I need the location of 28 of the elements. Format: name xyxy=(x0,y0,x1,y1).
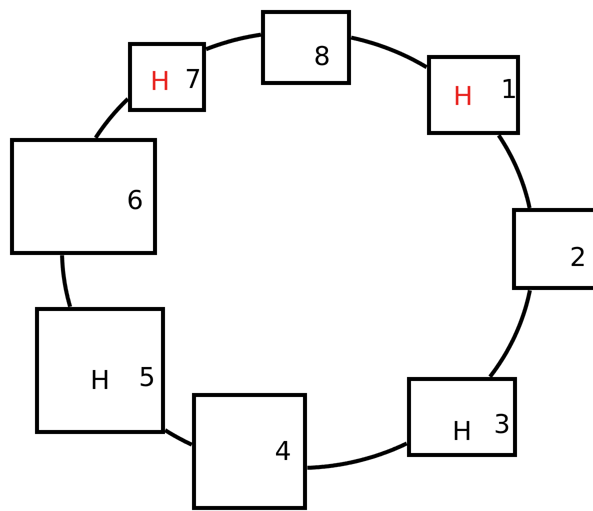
curved-connector xyxy=(350,36,428,69)
box-label: H xyxy=(90,368,110,394)
box-label: 8 xyxy=(314,44,330,70)
box-label: 4 xyxy=(274,439,292,465)
box-label: 2 xyxy=(570,245,586,271)
box-label: 7 xyxy=(184,67,202,93)
square-box xyxy=(35,307,165,434)
curved-connector xyxy=(164,428,194,446)
curved-connector xyxy=(496,134,532,210)
square-box xyxy=(192,393,307,510)
box-label: 6 xyxy=(126,188,144,214)
box-label: 1 xyxy=(500,77,518,103)
curved-connector xyxy=(306,442,408,470)
square-box xyxy=(10,138,157,255)
square-box xyxy=(407,377,517,457)
box-label: H xyxy=(453,84,473,110)
square-box xyxy=(512,208,593,290)
square-box xyxy=(261,10,351,85)
box-label: 3 xyxy=(494,412,510,438)
box-label: H xyxy=(452,419,472,445)
curved-connector xyxy=(204,32,263,52)
box-label: 5 xyxy=(138,365,156,391)
curved-connector xyxy=(94,97,130,140)
curved-connector xyxy=(60,254,72,308)
square-box xyxy=(128,42,206,112)
box-label: H xyxy=(150,69,170,95)
square-box xyxy=(427,55,520,135)
curved-connector xyxy=(488,288,532,378)
